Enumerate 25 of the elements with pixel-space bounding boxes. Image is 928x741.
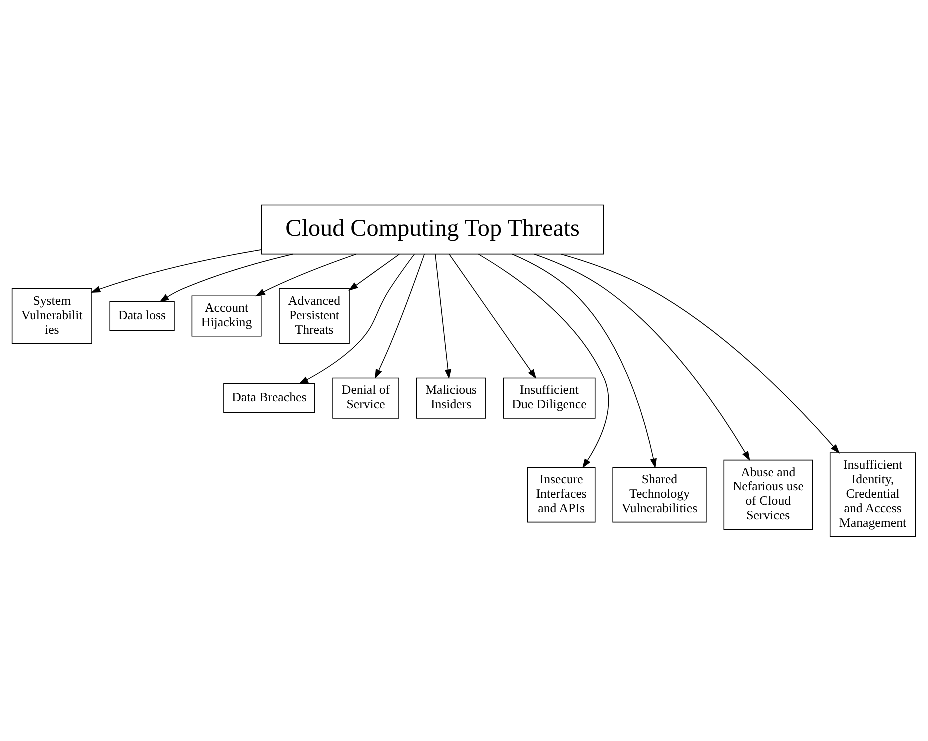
node-box: System Vulnerabilit ies [12, 288, 92, 344]
arrow [478, 254, 610, 468]
arrow [160, 253, 294, 302]
node-box: Insufficient Due Diligence [503, 377, 596, 418]
node-box: Account Hijacking [192, 295, 262, 336]
node-box: Denial of Service [332, 377, 400, 418]
node-box: Insufficient Identity, Credential and Access Management [830, 452, 916, 537]
node-box: Malicious Insiders [416, 377, 486, 418]
node-box: Insecure Interfaces and APIs [527, 466, 596, 522]
node-box: Advanced Persistent Threats [279, 288, 350, 344]
node-box: Abuse and Nefarious use of Cloud Services [724, 459, 814, 530]
arrow [512, 253, 657, 468]
arrow [449, 254, 537, 379]
arrow [560, 253, 840, 454]
arrow [298, 253, 416, 384]
node-box: Data loss [110, 300, 175, 331]
node-box: Data Breaches [224, 382, 316, 413]
arrow [91, 249, 262, 292]
arrow [534, 253, 750, 461]
arrow [375, 253, 426, 379]
arrow [348, 254, 400, 290]
arrow [435, 254, 452, 379]
node-box: Shared Technology Vulnerabilities [612, 466, 707, 522]
arrow [256, 253, 357, 296]
node-box: Cloud Computing Top Threats [261, 204, 604, 254]
